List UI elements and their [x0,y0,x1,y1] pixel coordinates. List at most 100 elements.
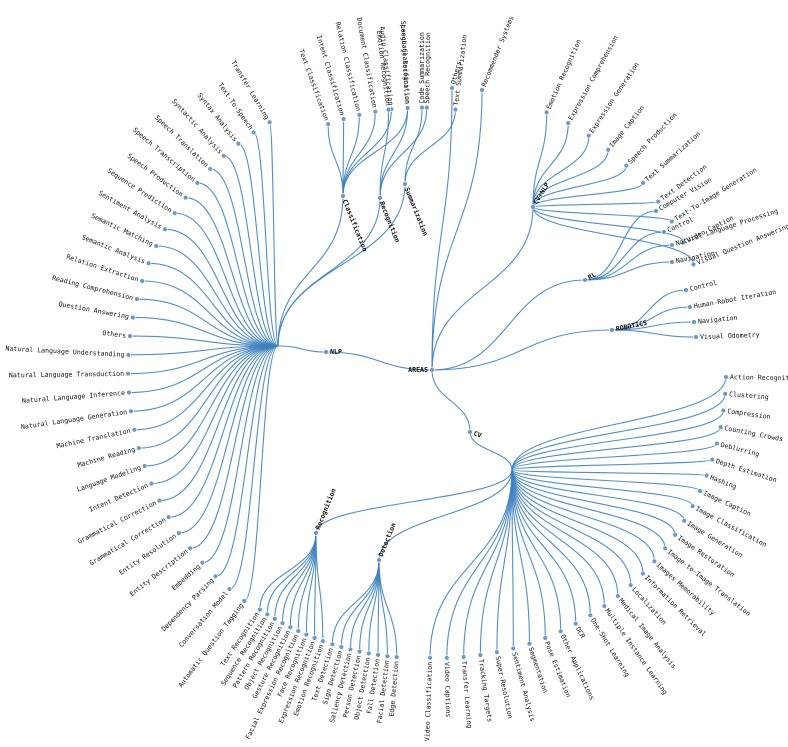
node-medical-image-analysis [615,593,621,599]
node-sentiment-analysis [162,226,168,232]
node-robotics [609,327,615,333]
label-speech-recognition: Speech Recognition [423,32,432,104]
tree-link [277,197,381,347]
node-recognition [313,530,319,536]
label-recommender-systems: Recommender Systems [480,15,516,88]
label-machine-translation: Machine Translation [56,427,131,450]
node-expression-recognition [311,635,318,641]
tree-link [511,469,619,596]
tree-link [532,206,673,223]
label-areas: AREAS [408,366,428,374]
node-natural-language-understanding [125,352,132,358]
node-emotion-recognition [543,109,550,116]
node-others [449,85,455,91]
tree-link [431,369,471,433]
node-text-to-speech [250,129,257,136]
tree-link [136,298,279,347]
tree-link [511,469,530,644]
tree-link [277,345,327,353]
tree-link [511,469,514,649]
node-sign-detection [338,644,345,650]
node-facial-expression-recognition [295,628,301,634]
label-image-classification: Image Classification [694,505,768,549]
node-face-recognition [303,631,310,638]
node-syntax-analysis [235,140,242,147]
tree-link [446,469,513,658]
label-question-answering: Question Answering [58,300,130,321]
tree-link [584,210,657,281]
tree-link [511,469,632,586]
tree-link [168,345,279,518]
tree-link [584,261,673,281]
node-text-detection [655,198,661,205]
tree-link [159,345,279,502]
node-control [683,287,689,293]
node-one-shot-learning [587,612,594,619]
node-video-classification [427,655,433,661]
tree-link [185,197,279,347]
label-detection: Detection [377,522,398,558]
node-facial-detection [384,653,391,659]
node-conversation-model [226,586,233,592]
tree-link [584,244,673,281]
node-dependency-parsing [212,573,219,580]
tree-link [342,107,409,197]
tree-link [142,280,279,347]
tree-link [238,143,279,347]
node-visual-odometry [693,334,699,340]
node-navigation [691,319,697,325]
node-clustering [722,391,728,397]
node-summarization [402,181,408,187]
tree-link [138,345,279,449]
tree-link [197,182,279,347]
node-entity-description [187,545,193,551]
node-natural-language-transduction [125,370,131,377]
node-expression-comprehension [565,120,571,126]
tree-link [511,469,694,507]
node-text-to-image-generation [669,218,675,225]
node-fall-detection [375,652,381,658]
label-image-caption: Image Caption [608,104,647,149]
tree-link [178,345,279,534]
label-recognition: Recognition [314,487,338,531]
tree-link [511,459,713,471]
tree-link [379,107,428,199]
label-tracking-targets: Tracking Targets [477,659,494,723]
tree-link [215,345,279,577]
node-embedding [199,559,206,566]
tree-link [463,469,513,658]
tree-link [164,228,279,347]
node-video-caption [680,239,687,246]
tree-link [277,183,406,347]
label-nlp: NLP [330,348,342,356]
label-ocr: OCR [574,625,587,639]
node-compression [720,407,727,414]
node-video-captions [444,655,450,661]
tree-link [144,345,279,467]
tree-link [511,410,724,471]
label-super-resolution: Super-Resolution [494,655,514,719]
node-detection [376,557,382,563]
node-object-detection [366,650,372,657]
tree-link [378,559,388,657]
node-grammatical-correction [165,514,172,520]
tree-link [511,469,644,574]
node-text-summarization [640,180,646,186]
node-multiple-instance-learning [601,603,608,609]
label-others: Others [102,329,127,340]
node-gesture-recognition [287,624,294,630]
label-video-classification: Video Classification [423,662,434,742]
tree-link [128,345,279,394]
label-image-restoration: Image Restoration [676,534,736,579]
label-hashing: Hashing [709,473,738,491]
tree-link [148,262,279,347]
node-rl [582,277,588,283]
tree-link [151,345,279,485]
node-speech-recognition [424,104,430,111]
tree-link [190,345,279,549]
node-cv-nlp [530,204,536,210]
node-classification [340,193,346,199]
tree-link [253,131,279,347]
label-counting-crowds: Counting Crowds [724,424,784,443]
